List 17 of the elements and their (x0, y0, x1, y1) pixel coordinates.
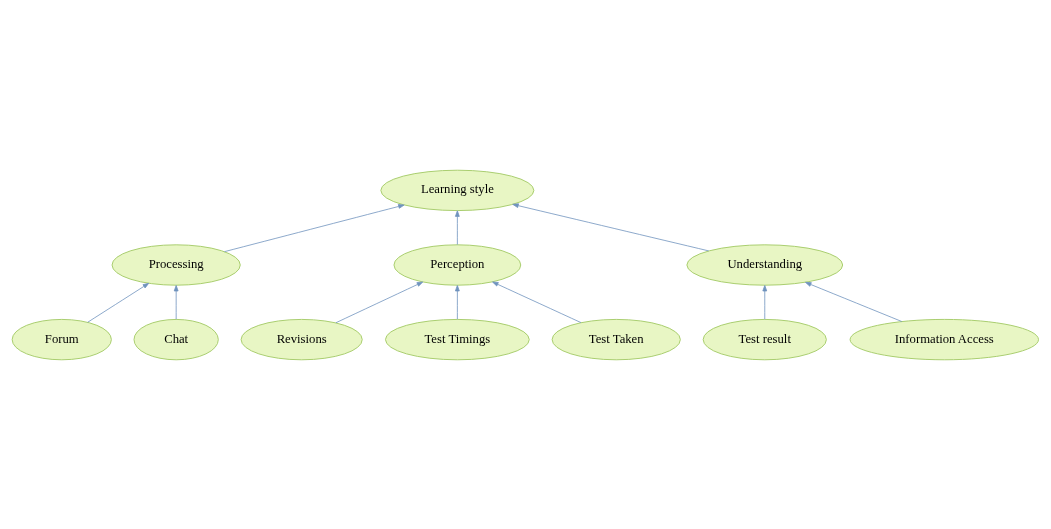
node-ellipse: Test Taken (551, 318, 681, 360)
arrow (87, 282, 150, 323)
arrow (455, 209, 460, 245)
arrow (805, 281, 903, 322)
arrow (224, 203, 405, 252)
node-ellipse: Revisions (240, 318, 363, 360)
arrow (173, 284, 179, 320)
arrow (512, 202, 710, 251)
arrow (762, 284, 768, 320)
node-ellipse: Forum (11, 318, 112, 360)
node-ellipse: Test result (702, 318, 827, 360)
arrow (455, 284, 460, 320)
arrow (335, 281, 424, 323)
node-ellipse: Information Access (849, 318, 1039, 360)
node-ellipse: Test Timings (384, 318, 530, 360)
arrow (492, 281, 582, 323)
node-ellipse: Chat (133, 318, 219, 360)
